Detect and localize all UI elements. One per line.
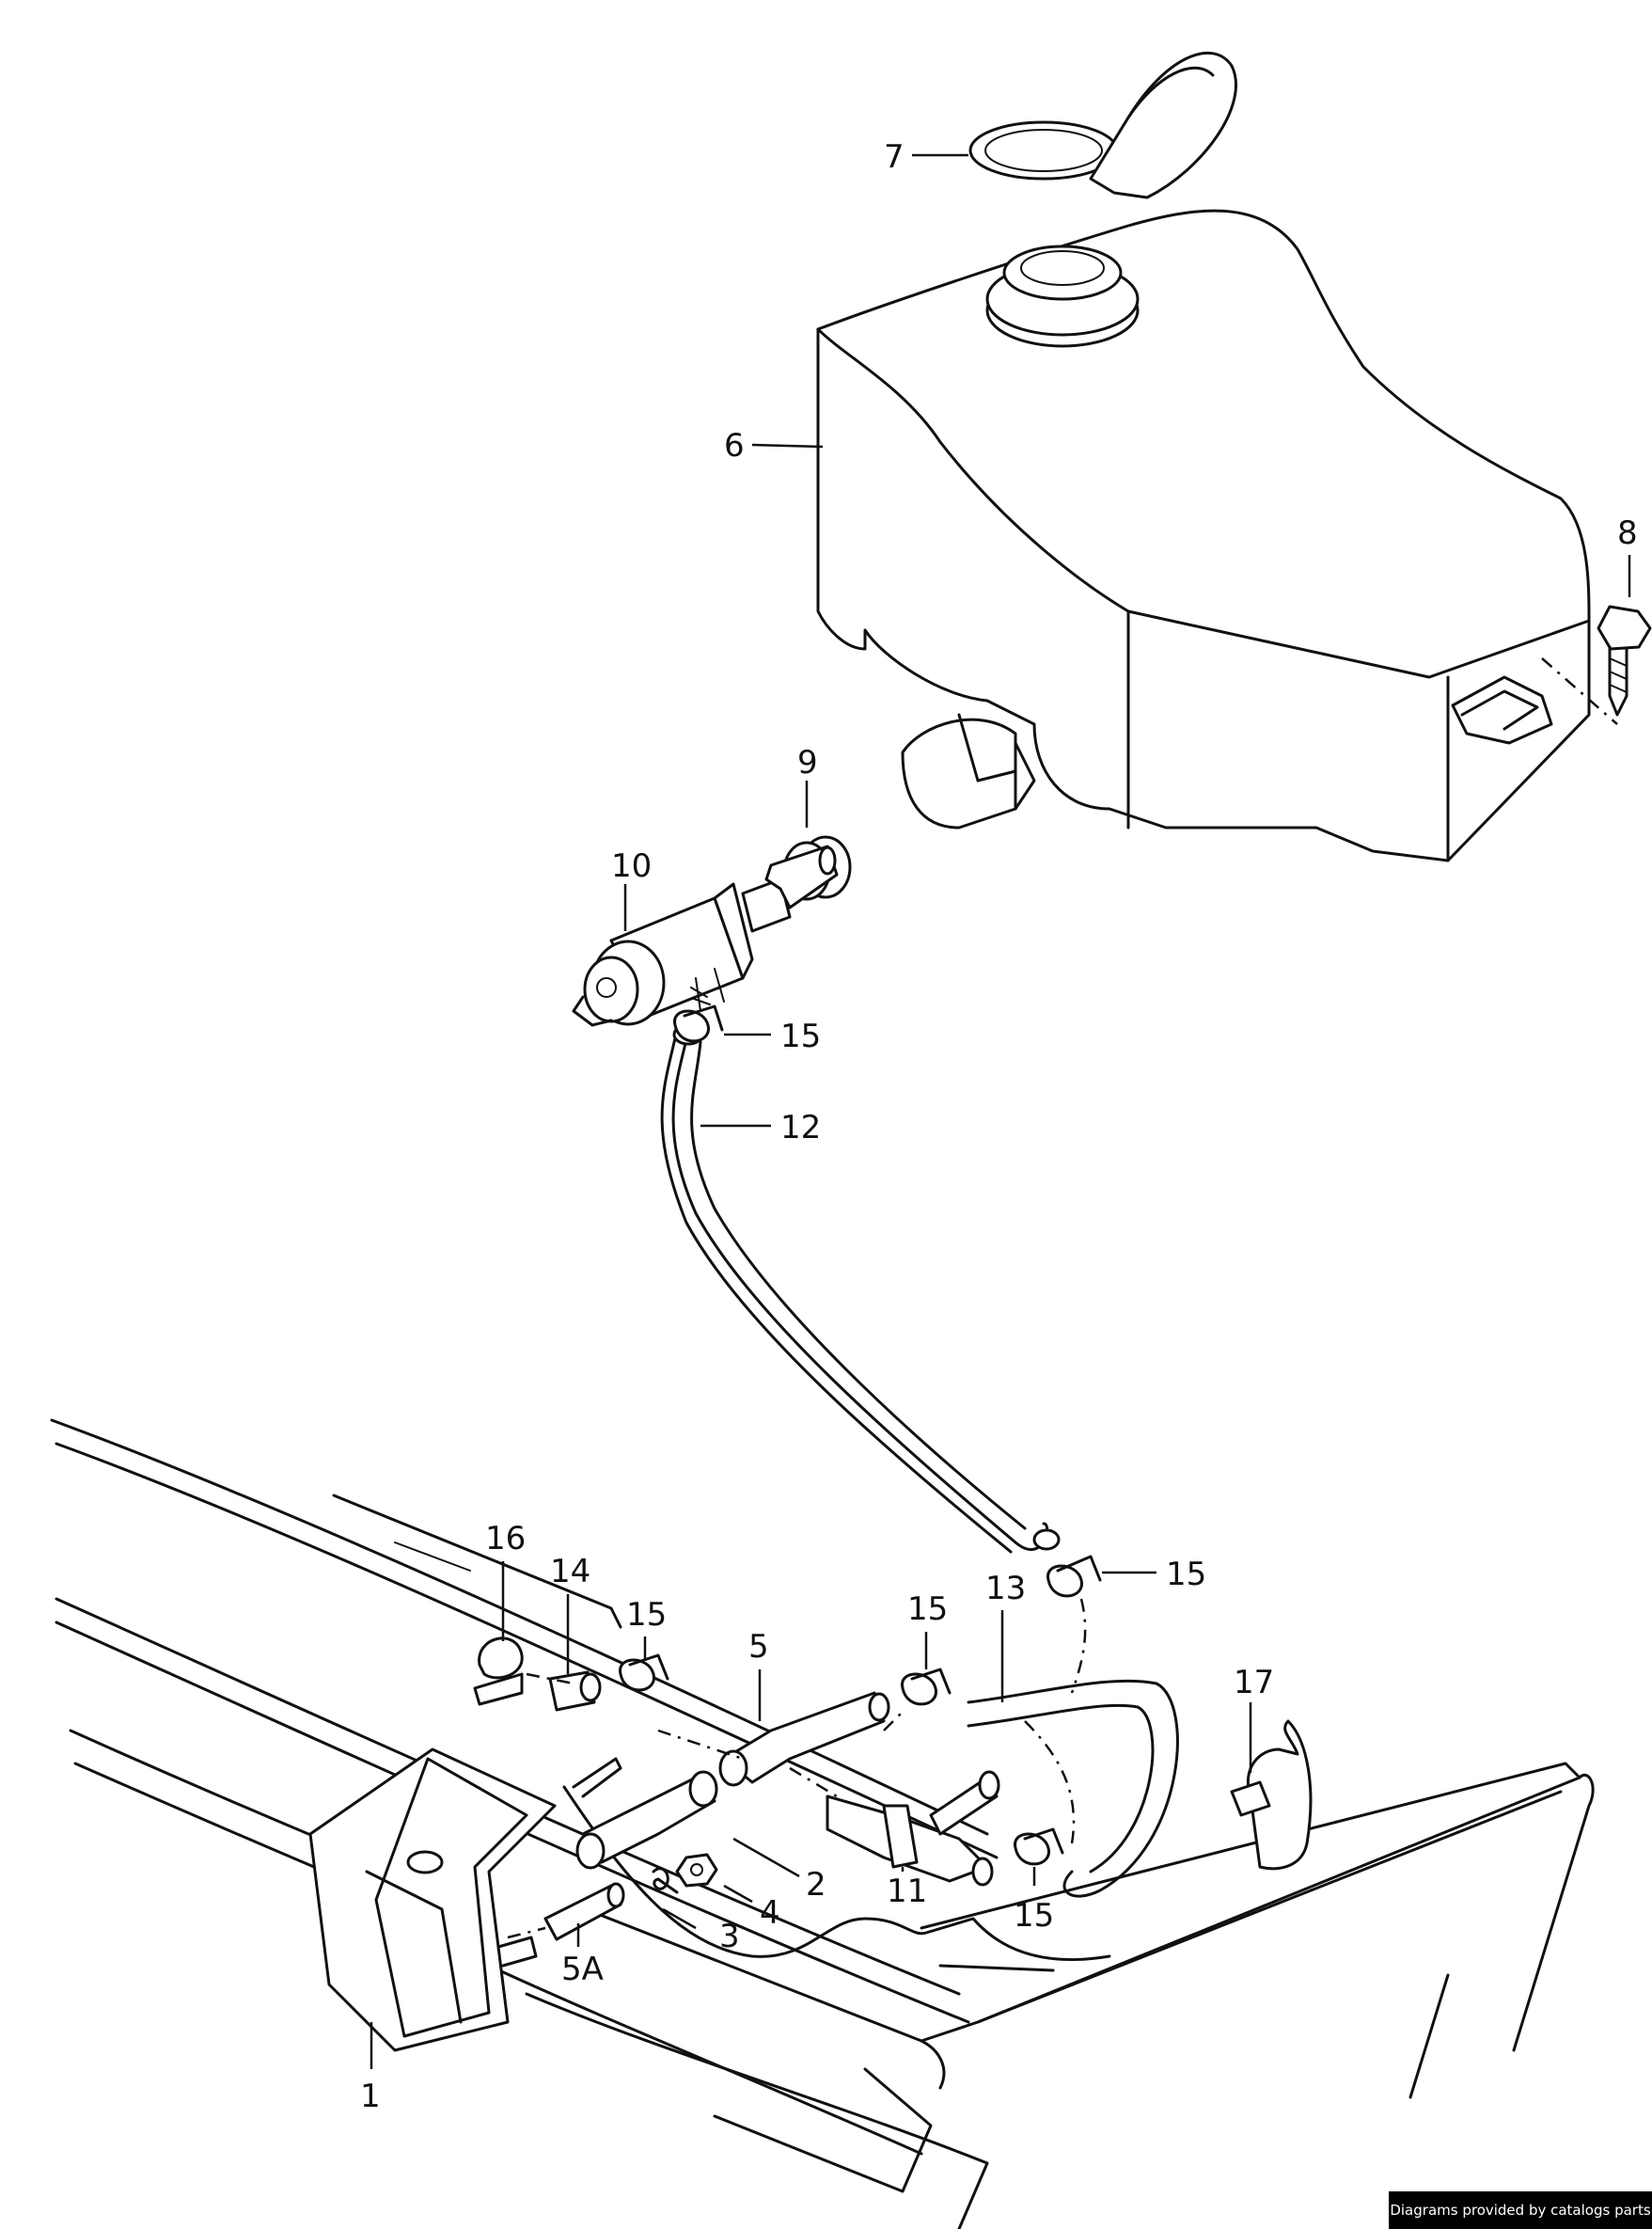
screw bbox=[1597, 605, 1652, 717]
leader-lines bbox=[370, 153, 1631, 2069]
label-17: 17 bbox=[1234, 1664, 1274, 1701]
label-3: 3 bbox=[719, 1918, 740, 1955]
label-6: 6 bbox=[724, 427, 745, 465]
label-12: 12 bbox=[780, 1109, 821, 1146]
label-5: 5 bbox=[748, 1628, 769, 1666]
label-2: 2 bbox=[806, 1866, 826, 1904]
filler-cap bbox=[968, 51, 1237, 199]
label-14: 14 bbox=[550, 1553, 590, 1590]
credit-footer: Diagrams provided by catalogs parts bbox=[1389, 2191, 1652, 2229]
label-15b: 15 bbox=[1166, 1556, 1206, 1593]
label-10: 10 bbox=[611, 847, 652, 885]
label-16: 16 bbox=[485, 1520, 526, 1557]
label-15a: 15 bbox=[780, 1018, 821, 1055]
part-labels: 1 2 3 4 5 5A 6 7 8 9 10 11 12 13 14 15 1… bbox=[360, 138, 1638, 2115]
label-1: 1 bbox=[360, 2078, 381, 2115]
label-5a: 5A bbox=[561, 1951, 604, 1988]
washer-nozzle-housing bbox=[308, 1747, 557, 2052]
connectors bbox=[473, 1004, 1313, 1941]
label-15c: 15 bbox=[626, 1596, 667, 1634]
washer-pump bbox=[572, 845, 839, 1027]
label-7: 7 bbox=[884, 138, 905, 176]
bumper bbox=[50, 1418, 1595, 2229]
label-15e: 15 bbox=[1014, 1897, 1054, 1935]
label-15d: 15 bbox=[907, 1590, 948, 1628]
label-4: 4 bbox=[760, 1894, 780, 1932]
label-9: 9 bbox=[797, 744, 818, 782]
label-8: 8 bbox=[1617, 514, 1638, 552]
label-11: 11 bbox=[887, 1873, 927, 1910]
label-13: 13 bbox=[985, 1570, 1026, 1607]
hose-12 bbox=[660, 1023, 1061, 1554]
washer-fluid-tank bbox=[816, 209, 1618, 862]
hose-13 bbox=[967, 1598, 1179, 1898]
